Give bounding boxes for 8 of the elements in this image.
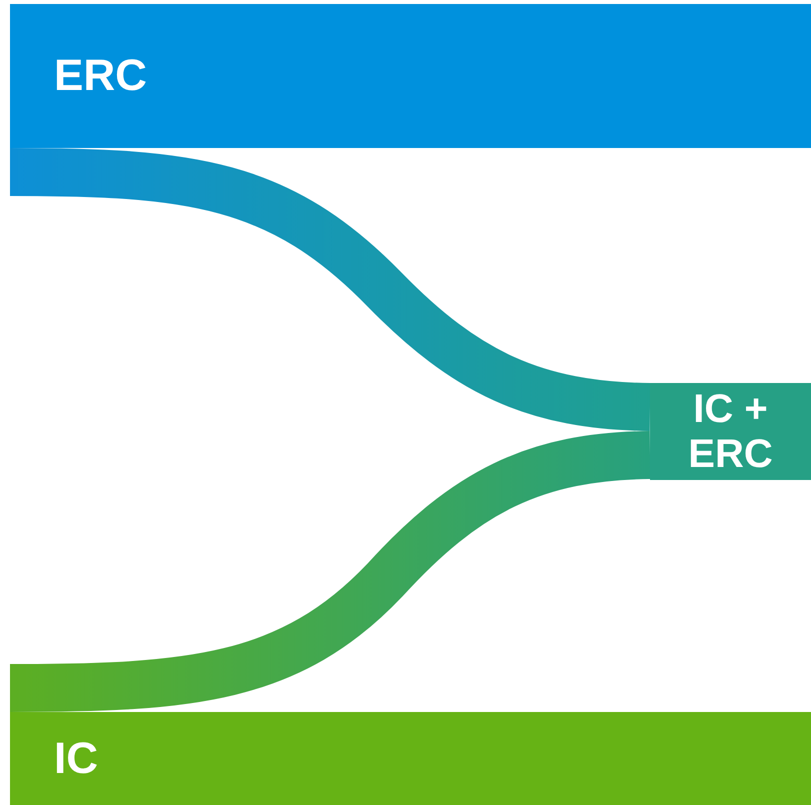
node-label: IC + ERC [687,386,774,476]
node-label: ERC [54,51,147,101]
flow-band [10,148,651,431]
flow-target-block [650,383,811,480]
flow-band [10,431,651,712]
flow-source-band [10,712,811,805]
node-label: IC [54,734,98,784]
flow-source-band [10,4,811,148]
